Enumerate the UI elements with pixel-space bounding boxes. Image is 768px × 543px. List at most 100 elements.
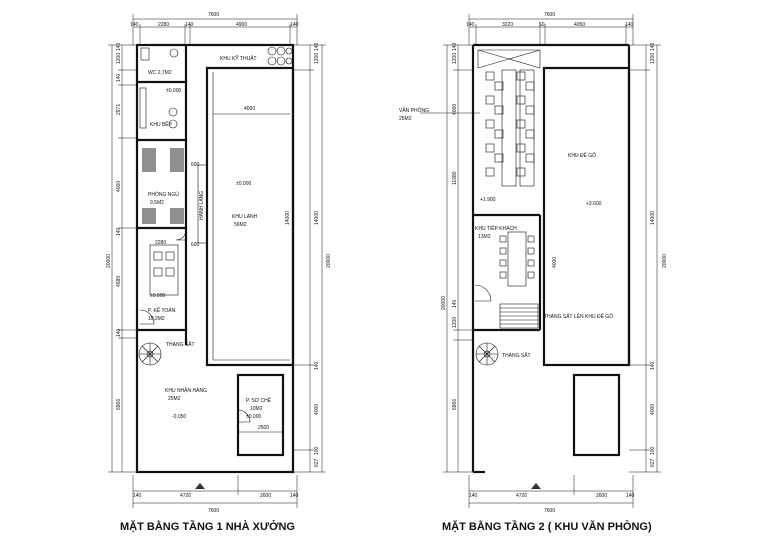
label-accounting: P. KẾ TOÁN — [148, 307, 176, 314]
dim-right-part: 1200 — [314, 53, 320, 64]
dim-left-part: 4580 — [116, 276, 122, 287]
label-mold: KHU ĐẾ GỖ — [568, 152, 596, 159]
label-office-area: 25M2 — [399, 116, 412, 122]
label-level: +1.900 — [480, 197, 496, 203]
dim-bottom-part: 140 — [469, 493, 478, 499]
dim-bottom-part: 2600 — [260, 493, 271, 499]
north-arrow-icon — [531, 483, 541, 489]
dim-right-part: 4000 — [650, 404, 656, 415]
plan-first-floor: 7600 140 3220 50 4050 140 20000 1200 400… — [399, 12, 668, 533]
label-kitchen: KHU BẾP — [150, 121, 173, 128]
plan-title: MẶT BẰNG TẦNG 1 NHÀ XƯỞNG — [120, 520, 295, 533]
dim-right-part: 14000 — [650, 211, 656, 225]
dim-left-part: 1200 — [452, 53, 458, 64]
stool-icon — [168, 119, 178, 129]
dim-top-part: 3220 — [502, 22, 513, 28]
dim-inner: 600 — [191, 162, 200, 168]
dim-inner: 14000 — [285, 211, 291, 225]
door-icon — [237, 409, 251, 423]
label-technical: KHU KỸ THUẬT — [220, 55, 257, 62]
dim-bottom-part: 140 — [626, 493, 635, 499]
dim-bottom-part: 4720 — [180, 493, 191, 499]
dim-right-small: 140 — [314, 361, 320, 370]
dim-left-total: 20000 — [106, 254, 112, 268]
desk-icon — [149, 244, 179, 296]
dim-bottom-part: 140 — [290, 493, 299, 499]
dim-top-part: 50 — [539, 22, 545, 28]
dim-inner: 4000 — [244, 106, 255, 112]
dim-bottom-part: 2600 — [596, 493, 607, 499]
dim-bottom-part: 4720 — [516, 493, 527, 499]
dim-bottom-total: 7600 — [544, 508, 555, 514]
label-wc: WC 2,7M2 — [148, 70, 172, 76]
dim-left-part: 4000 — [452, 104, 458, 115]
dim-left-total: 20000 — [441, 296, 447, 310]
dim-left-part: 11980 — [452, 171, 458, 185]
door-icon — [139, 309, 155, 325]
dim-right-small: 140 — [650, 361, 656, 370]
stool-icon — [168, 107, 178, 117]
label-processing: P. SƠ CHẾ — [246, 397, 272, 404]
dim-right-part: 4000 — [314, 404, 320, 415]
dim-left-small: 140 — [116, 73, 122, 82]
label-reception-area: 13M2 — [478, 234, 491, 240]
dim-right-part: 627 — [314, 458, 320, 467]
kitchen-counter — [139, 87, 147, 129]
office-desks — [485, 69, 535, 187]
dim-left-part: 4000 — [116, 181, 122, 192]
label-level: -0.050 — [172, 414, 186, 420]
dim-right-small: 100 — [650, 446, 656, 455]
label-stair-up: THANG SẮT LÊN KHU ĐẾ GỖ — [544, 312, 613, 320]
label-receiving-area: 25M2 — [168, 396, 181, 402]
label-level: ±0.000 — [246, 414, 261, 420]
label-accounting-area: 10,2M2 — [148, 316, 165, 322]
dim-right-small: 140 — [650, 42, 656, 51]
processing-room-wall — [236, 373, 285, 457]
dim-left-part: 1200 — [452, 317, 458, 328]
label-level: ±0.000 — [166, 88, 181, 94]
dim-right-part: 14000 — [314, 211, 320, 225]
dim-right-small: 100 — [314, 446, 320, 455]
dim-left-part: 2971 — [116, 104, 122, 115]
meeting-table — [499, 231, 535, 287]
dim-left-small: 140 — [116, 227, 122, 236]
label-level: ±0.000 — [236, 181, 251, 187]
dim-bottom-part: 140 — [133, 493, 142, 499]
dim-bottom-total: 7600 — [208, 508, 219, 514]
label-level: ±0.000 — [150, 293, 165, 299]
dim-top-part: 140 — [185, 22, 194, 28]
dim-top-part: 140 — [625, 22, 634, 28]
label-corridor: HÀNH LANG — [198, 191, 205, 220]
dim-left-small: 140 — [452, 299, 458, 308]
dim-right-total: 20000 — [662, 254, 668, 268]
wardrobe-icon — [142, 148, 156, 172]
label-cold-area: 56M2 — [234, 222, 247, 228]
label-level: +3.600 — [586, 201, 602, 207]
label-office: VĂN PHÒNG — [399, 107, 429, 114]
dim-inner: 600 — [191, 242, 200, 248]
dim-top-part: 4050 — [574, 22, 585, 28]
dim-left-part: 6966 — [116, 399, 122, 410]
mold-area-wall — [542, 66, 631, 367]
dim-top-total: 7600 — [208, 12, 219, 18]
north-arrow-icon — [195, 483, 205, 489]
dim-top-part: 2280 — [158, 22, 169, 28]
label-cold: KHU LẠNH — [232, 214, 258, 220]
lower-room-wall — [572, 373, 621, 457]
dim-right-total: 20000 — [326, 254, 332, 268]
dim-left-part: 140 — [116, 328, 122, 337]
sink-icon — [169, 48, 179, 58]
door-icon — [175, 229, 187, 241]
bed-icon — [170, 208, 184, 224]
dim-top-part: 140 — [290, 22, 299, 28]
dim-left-small: 140 — [452, 42, 458, 51]
straight-stair-icon — [499, 303, 539, 329]
spiral-stair-icon — [475, 342, 499, 366]
label-bedroom-area: 9,5M2 — [150, 200, 164, 206]
dim-top-part: 140 — [466, 22, 475, 28]
equipment-icons — [267, 46, 293, 66]
plan-ground-floor: 7600 140 2280 140 4900 140 20000 1200 29… — [106, 12, 332, 533]
dim-inner: 2280 — [155, 240, 166, 246]
dim-right-small: 140 — [314, 42, 320, 51]
